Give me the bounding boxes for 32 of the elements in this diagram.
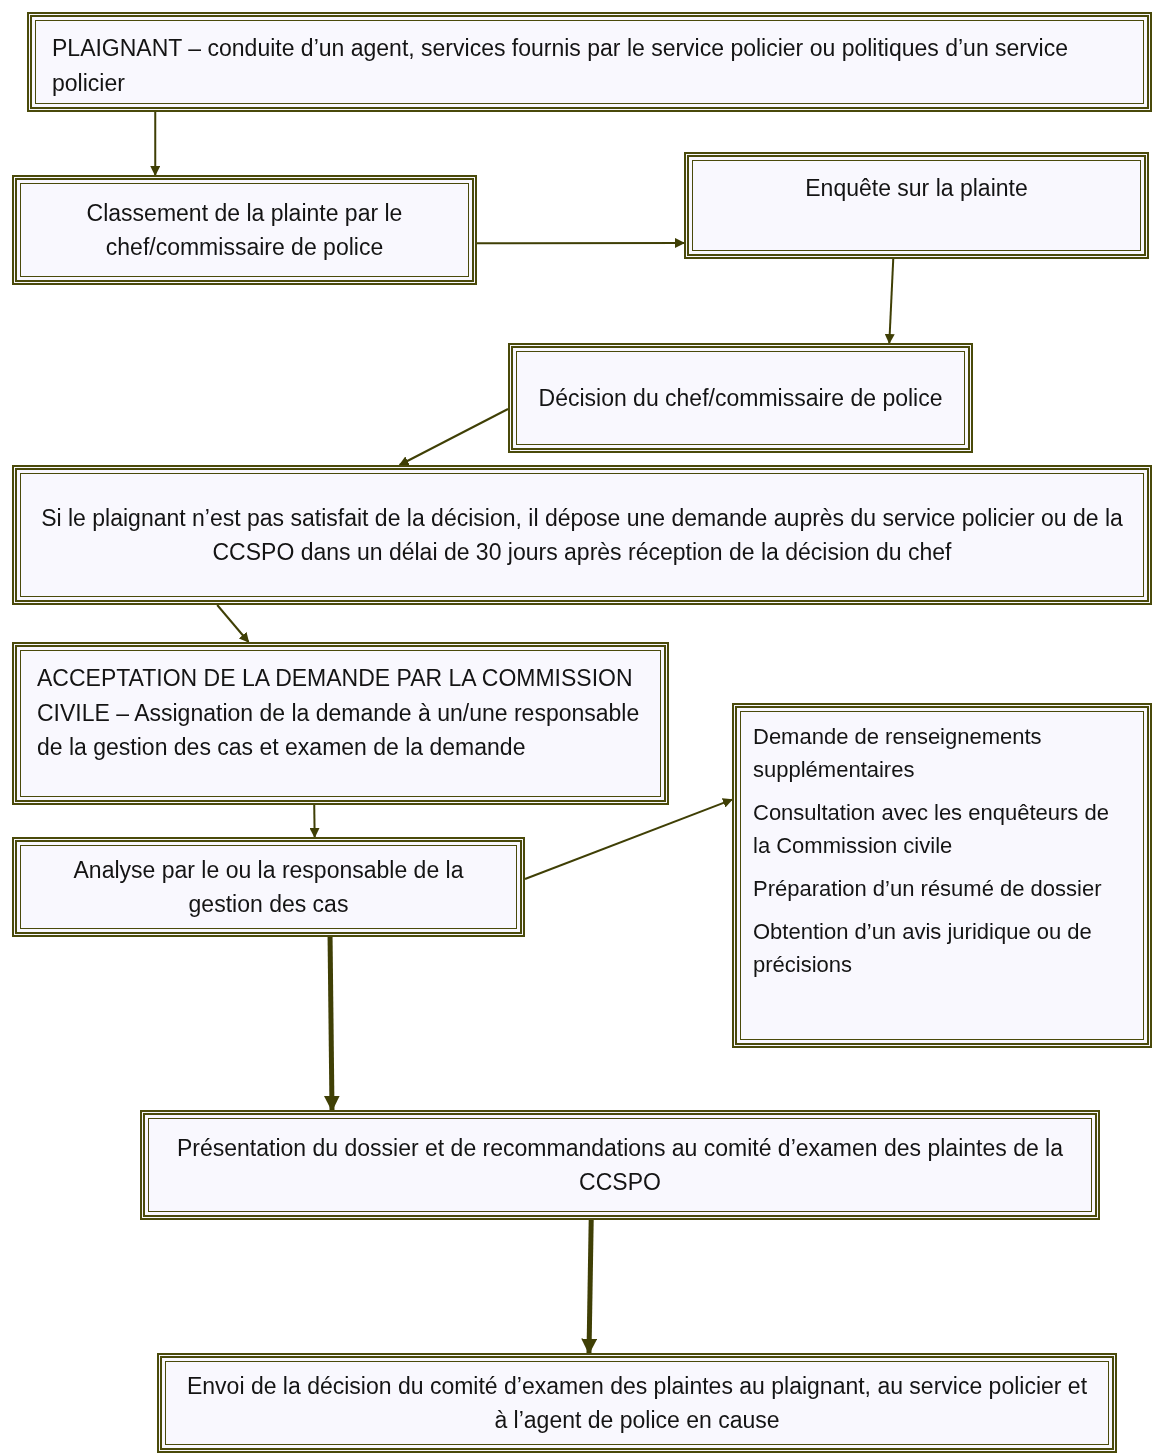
process-box (12, 175, 477, 285)
arrow (524, 798, 733, 880)
process-box (12, 837, 525, 937)
box-text: Envoi de la décision du comité d’examen des plaintes au plaignant, au service policier et à l’agent de police en cause (185, 1371, 1089, 1435)
box-text: Enquête sur la plainte (804, 174, 1029, 203)
box-text: Préparation d’un résumé de dossier (753, 875, 1103, 903)
process-box (27, 12, 1152, 112)
box-text: ACCEPTATION DE LA DEMANDE PAR LA COMMISSION CIVILE – Assignation de la demande à un/une responsable de la gestion des cas et examen de la demande (37, 664, 641, 762)
process-box (12, 642, 669, 805)
box-text: Consultation avec les enquêteurs de la Commission civile (753, 799, 1110, 860)
task-list-box (732, 703, 1152, 1048)
box-text: Classement de la plainte par le chef/commissaire de police (85, 198, 404, 262)
box-text: Demande de renseignements supplémentaires (753, 723, 1043, 784)
arrow (476, 237, 685, 248)
box-text: Si le plaignant n’est pas satisfait de la décision, il dépose une demande auprès du service policier ou de la CCSPO dans un délai de 30 jours après réception de la décision du chef (40, 503, 1124, 567)
arrow (216, 604, 250, 643)
box-text: Obtention d’un avis juridique ou de précisions (753, 918, 1093, 979)
arrow (581, 1219, 598, 1355)
process-box (684, 152, 1149, 259)
process-box (12, 465, 1152, 605)
arrow (398, 408, 509, 466)
process-box (508, 343, 973, 453)
arrow (309, 804, 320, 838)
arrow (884, 258, 895, 344)
arrow (150, 111, 161, 176)
arrow (323, 936, 340, 1112)
box-text: PLAIGNANT – conduite d’un agent, services fournis par le service policier ou politiques d’un service policier (52, 34, 1069, 98)
process-box (140, 1110, 1100, 1220)
box-text: Décision du chef/commissaire de police (537, 383, 944, 413)
process-box (157, 1353, 1117, 1453)
box-text: Présentation du dossier et de recommandations au comité d’examen des plaintes de la CCSPO (176, 1133, 1064, 1197)
box-text: Analyse par le ou la responsable de la gestion des cas (72, 855, 465, 919)
